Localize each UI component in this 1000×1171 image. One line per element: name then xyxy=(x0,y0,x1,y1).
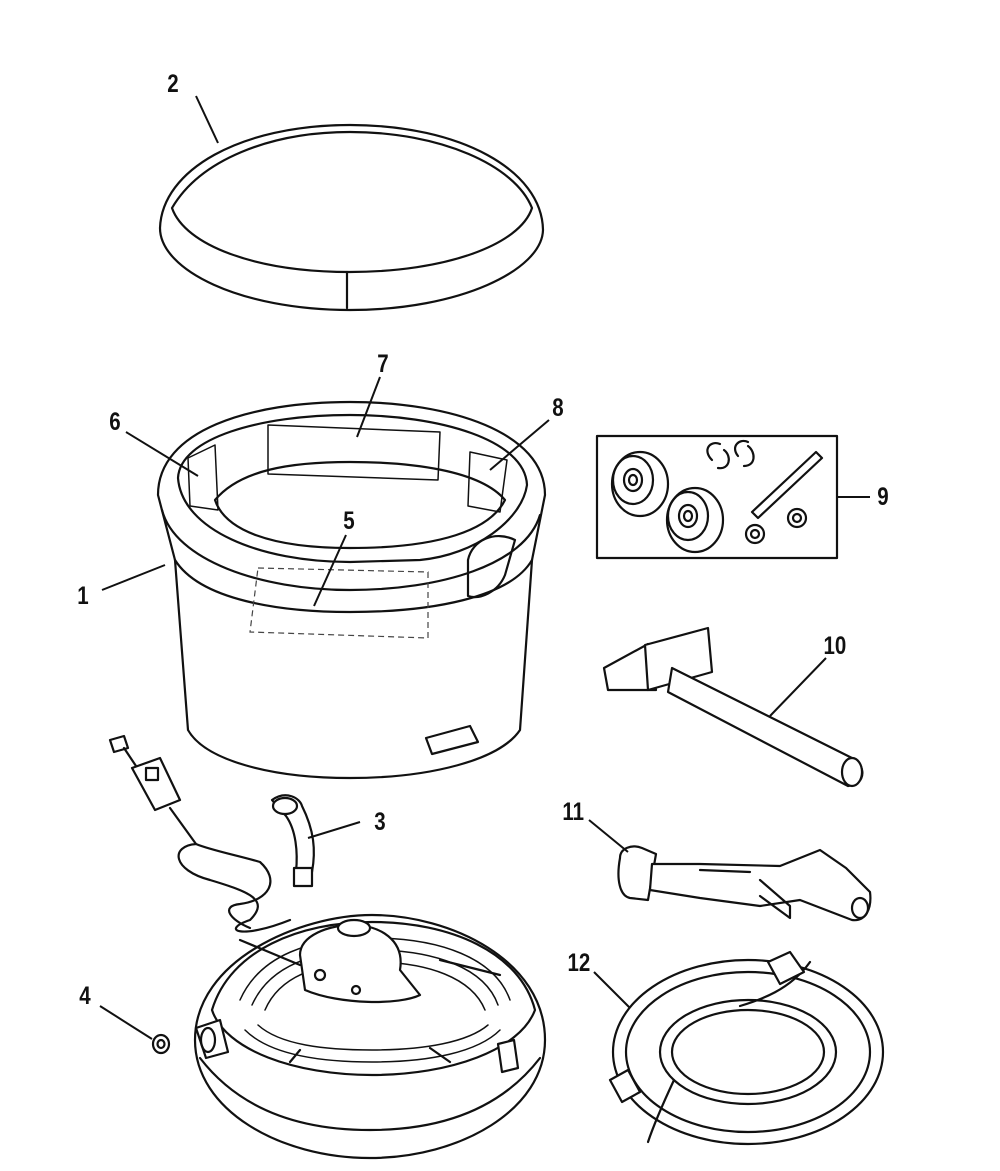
base-unit-part xyxy=(193,913,547,1160)
tub-part xyxy=(156,400,547,780)
washer-part xyxy=(151,1033,171,1055)
spray-gun-part xyxy=(617,845,872,922)
callout-12: 12 xyxy=(567,949,591,977)
callout-4: 4 xyxy=(79,982,91,1010)
callout-7: 7 xyxy=(377,350,389,378)
callout-11: 11 xyxy=(562,798,585,826)
lid-part xyxy=(158,123,545,312)
handle-tool-part xyxy=(602,626,864,788)
callout-8: 8 xyxy=(552,394,564,422)
hose-coil-part xyxy=(608,950,885,1146)
power-cord-part xyxy=(108,734,292,933)
hardware-kit-part xyxy=(595,434,839,560)
elbow-tube-part xyxy=(270,794,315,888)
callout-5: 5 xyxy=(343,507,355,535)
callout-3: 3 xyxy=(374,808,386,836)
callout-2: 2 xyxy=(167,70,179,98)
callout-9: 9 xyxy=(877,483,889,511)
callout-6: 6 xyxy=(109,408,121,436)
callout-1: 1 xyxy=(77,582,89,610)
callout-10: 10 xyxy=(823,632,847,660)
leader-lines xyxy=(99,95,827,1040)
